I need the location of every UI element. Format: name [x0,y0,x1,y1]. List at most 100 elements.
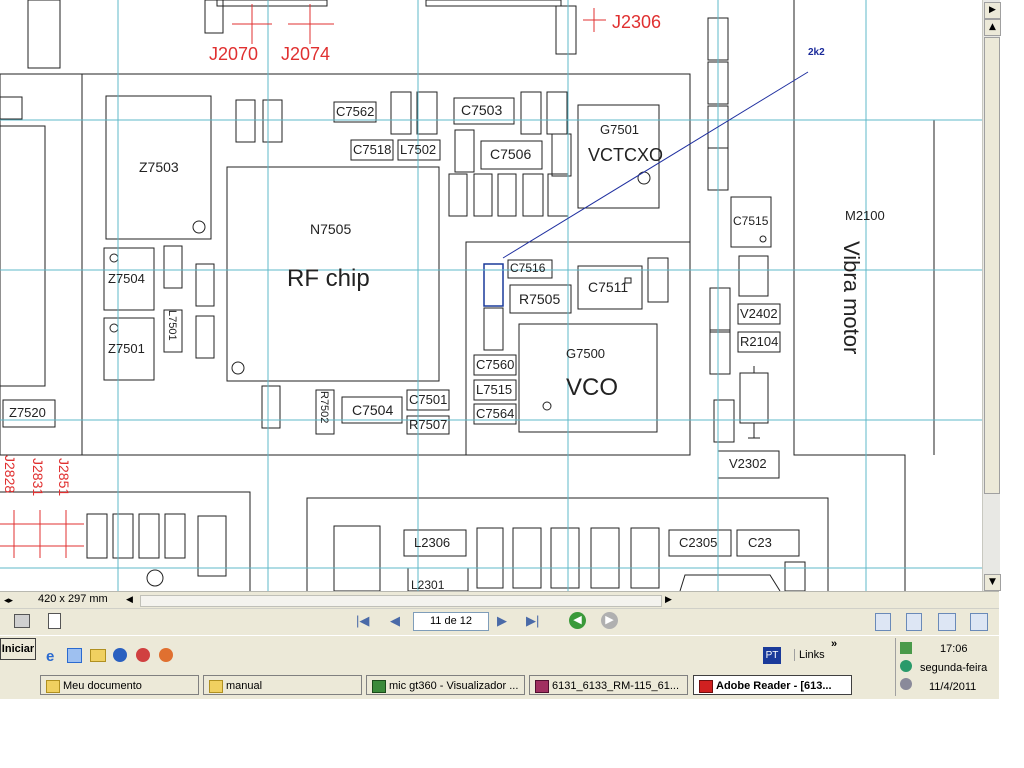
component-label: C7515 [733,214,769,228]
taskbar-window-label: mic gt360 - Visualizador ... [389,680,519,692]
go-back-icon[interactable]: ◀ [569,612,586,629]
j2074-label: J2074 [281,44,331,64]
j2831-label: J2831 [30,458,46,497]
document-icon[interactable] [48,613,61,629]
component-label: C7518 [353,142,392,157]
first-page-icon[interactable]: |◀ [356,613,370,628]
taskbar-window-label: 6131_6133_RM-115_61... [552,680,680,692]
page-size-readout: 420 x 297 mm [38,593,108,605]
annotation-2k2-label: 2k2 [808,47,825,58]
n7505-label: N7505 [310,221,352,237]
taskbar-window-archive[interactable]: 6131_6133_RM-115_61... [529,675,688,695]
folder-icon [209,680,223,693]
horizontal-scrollbar[interactable] [140,595,662,607]
component-label: C7562 [336,104,375,119]
continuous-view-icon[interactable] [906,613,922,631]
taskbar-window-label: Adobe Reader - [613... [716,680,832,692]
go-forward-icon[interactable]: ▶ [601,612,618,629]
component-label: C7501 [409,392,448,407]
messenger-icon[interactable] [159,648,173,662]
continuous-facing-view-icon[interactable] [970,613,988,631]
clock-day: segunda-feira [920,662,988,674]
folder-icon [46,680,60,693]
links-toolbar[interactable]: Links [794,649,825,661]
media-player-icon[interactable] [113,648,127,662]
status-bar: ◂▸ 420 x 297 mm ◀ ▶ [0,591,999,609]
chevron-icon[interactable]: » [831,638,838,650]
start-button[interactable]: Iniciar [0,638,36,660]
g7500-label: G7500 [566,346,606,361]
last-page-icon[interactable]: ▶| [526,613,540,628]
component-label: C7564 [476,406,515,421]
schematic-drawing [0,0,982,591]
vco-label: VCO [566,374,619,401]
internet-explorer-icon[interactable]: e [46,648,55,665]
pdf-icon [699,680,713,693]
component-label: R2104 [740,334,779,349]
j2851-label: J2851 [56,458,72,497]
component-label: C2305 [679,535,718,550]
image-viewer-icon [372,680,386,693]
taskbar-window-meu-documento[interactable]: Meu documento [40,675,199,695]
component-label: V2402 [740,306,778,321]
component-label: Z7501 [108,341,145,356]
resize-icon[interactable]: ◂▸ [4,595,14,605]
component-label: C7504 [352,402,394,418]
scroll-right-arrow-icon[interactable]: ▶ [984,2,1001,19]
component-label: C7506 [490,146,532,162]
scroll-down-arrow-icon[interactable]: ▼ [984,574,1001,591]
component-label: R7502 [318,391,330,424]
single-page-view-icon[interactable] [875,613,891,631]
label-layer: RF chip N7505 VCO G7500 VCTCXO G7501 M21… [2,12,885,591]
vibra-motor-label: Vibra motor [839,241,864,355]
taskbar: Iniciar e PT Links » Meu documento manua… [0,635,999,699]
component-label: L2306 [414,535,451,550]
component-label: Z7520 [9,405,46,420]
audio-icon[interactable] [900,678,912,690]
media-icon[interactable] [136,648,150,662]
language-badge[interactable]: PT [763,647,781,664]
taskbar-window-image-viewer[interactable]: mic gt360 - Visualizador ... [366,675,525,695]
clock-time: 17:06 [940,643,968,655]
system-tray: 17:06 segunda-feira 11/4/2011 [895,638,998,696]
taskbar-window-manual[interactable]: manual [203,675,362,695]
network-icon[interactable] [900,642,912,654]
component-label: Z7504 [108,271,145,286]
clock-date: 11/4/2011 [929,681,977,693]
taskbar-window-label: manual [226,680,263,692]
taskbar-window-adobe-reader[interactable]: Adobe Reader - [613... [693,675,852,695]
component-label: R7505 [519,291,561,307]
component-label: C7516 [510,261,546,275]
facing-view-icon[interactable] [938,613,956,631]
component-label: R7507 [409,417,448,432]
component-label: L7501 [166,310,178,341]
component-label: L2301 [411,578,445,591]
m2100-label: M2100 [845,208,885,223]
hscroll-left-arrow-icon[interactable]: ◀ [126,594,133,604]
security-icon[interactable] [900,660,912,672]
document-view[interactable]: RF chip N7505 VCO G7500 VCTCXO G7501 M21… [0,0,982,591]
component-label: C7560 [476,357,515,372]
component-label: C7503 [461,102,503,118]
component-label: L7502 [400,142,437,157]
hscroll-right-arrow-icon[interactable]: ▶ [665,594,672,604]
vertical-scrollbar[interactable]: ▶ ▲ ▼ [982,0,1001,591]
g7501-label: G7501 [600,122,640,137]
component-label: Z7503 [139,159,179,175]
component-label: C7511 [588,279,629,295]
folder-icon[interactable] [90,649,106,662]
component-label: C23 [748,535,772,550]
navigation-toolbar: |◀ ◀ 11 de 12 ▶ ▶| ◀ ▶ [0,608,999,636]
previous-page-icon[interactable]: ◀ [390,613,400,628]
j2070-label: J2070 [209,44,259,64]
page-number-field[interactable]: 11 de 12 [413,612,489,631]
next-page-icon[interactable]: ▶ [497,613,507,628]
desktop-icon[interactable] [67,648,82,663]
j2306-label: J2306 [612,12,662,32]
taskbar-window-label: Meu documento [63,680,142,692]
scroll-up-arrow-icon[interactable]: ▲ [984,19,1001,36]
archive-icon [535,680,549,693]
component-label: V2302 [729,456,767,471]
view-monitor-icon[interactable] [14,614,30,628]
scroll-thumb[interactable] [984,37,1000,494]
